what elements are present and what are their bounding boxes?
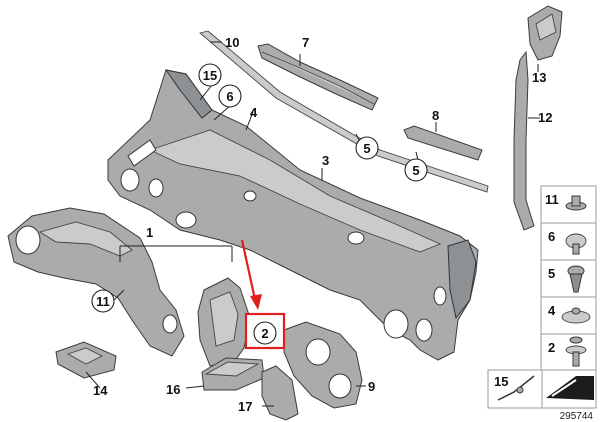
part-7-cowl-strip (257, 43, 379, 111)
expanding-rivet-icon (561, 307, 591, 324)
callout-17: 17 (238, 399, 252, 414)
part-2-panel (197, 277, 251, 367)
callout-6: 6 (226, 89, 233, 104)
callout-circle-2 (253, 321, 277, 345)
callout-11: 11 (96, 294, 110, 309)
tie-wrap-icon (497, 375, 535, 401)
callout-labels: 10 7 8 12 13 3 4 1 9 14 16 17 15 6 5 5 1… (91, 35, 552, 414)
legend-frame (540, 185, 597, 375)
part-10-seal-strip (199, 30, 489, 193)
callout-1: 1 (146, 225, 153, 240)
callout-14: 14 (93, 383, 108, 398)
part-13-bracket (527, 5, 563, 61)
screw-clip-icon (567, 265, 585, 293)
part-12-strip (513, 50, 535, 231)
legend-label-6: 6 (548, 229, 555, 244)
callout-8: 8 (432, 108, 439, 123)
callout-circle-15 (198, 63, 222, 87)
round-clip-icon (565, 233, 587, 255)
part-8-strip (403, 125, 483, 161)
legend-label-4: 4 (548, 303, 556, 318)
callout-2: 2 (261, 326, 268, 341)
plug-rivet-icon (565, 336, 587, 367)
fastener-legend: 11 6 5 4 2 15 (487, 185, 597, 409)
legend-label-15: 15 (494, 374, 508, 389)
callout-circle-5b (404, 158, 428, 182)
callout-circle-6 (218, 84, 242, 108)
callout-15: 15 (203, 68, 217, 83)
legend-label-11: 11 (545, 192, 559, 207)
push-clip-icon (565, 195, 587, 211)
legend-label-2: 2 (548, 340, 555, 355)
part-17-block (261, 365, 299, 421)
callout-5a: 5 (363, 141, 370, 156)
callout-7: 7 (302, 35, 309, 50)
insulation-wedge-icon (546, 376, 594, 400)
reference-number: 295744 (560, 411, 594, 422)
callout-16: 16 (166, 382, 180, 397)
callout-13: 13 (532, 70, 546, 85)
callout-4: 4 (250, 105, 258, 120)
callout-12: 12 (538, 110, 552, 125)
part-9-ring-panel (283, 321, 363, 409)
callout-circle-5a (355, 136, 379, 160)
part-14-pad (55, 341, 117, 379)
callout-3: 3 (322, 153, 329, 168)
legend-label-5: 5 (548, 266, 555, 281)
part-3-bulkhead (107, 69, 479, 361)
callout-circle-11 (91, 289, 115, 313)
part-1-left-insulation (7, 207, 185, 357)
callout-5b: 5 (412, 163, 419, 178)
callout-10: 10 (225, 35, 239, 50)
callout-9: 9 (368, 379, 375, 394)
